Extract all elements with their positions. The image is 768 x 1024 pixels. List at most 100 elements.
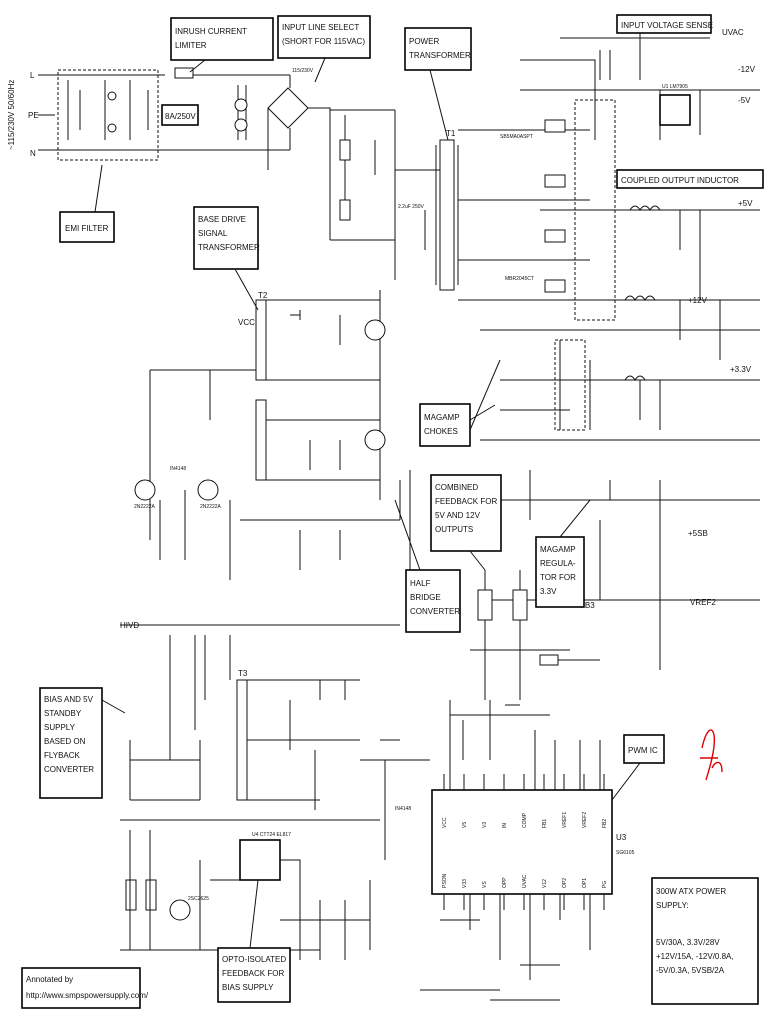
ic-bottom-pin-label: VS bbox=[482, 881, 488, 888]
callout-combined-feedback bbox=[430, 474, 502, 552]
callout-line-select bbox=[277, 15, 371, 59]
callout-half-bridge-l2: BRIDGE bbox=[410, 593, 441, 602]
feedback-network bbox=[449, 570, 601, 800]
rail-fb3: FB3 bbox=[580, 601, 595, 610]
callout-rating-l4: 5V/30A, 3.3V/28V bbox=[656, 938, 720, 947]
callout-opto-l1: OPTO-ISOLATED bbox=[222, 955, 286, 964]
ic-top-pin-label: VREF1 bbox=[562, 812, 568, 828]
callout-rating bbox=[651, 877, 759, 1005]
callout-bias-supply-l4: BASED ON bbox=[44, 737, 86, 746]
ic-top-pin-label: V5 bbox=[462, 822, 468, 828]
ldo-regulator bbox=[659, 94, 691, 126]
ic-top-pin-label: VREF2 bbox=[582, 812, 588, 828]
t1-ref: T1 bbox=[446, 129, 456, 138]
callout-magamp-regulator-l2: REGULA- bbox=[540, 559, 576, 568]
callout-line-select-l1: INPUT LINE SELECT bbox=[282, 23, 359, 32]
callout-half-bridge-l3: CONVERTER bbox=[410, 607, 460, 616]
fuse-box bbox=[161, 104, 199, 126]
coupled-inductor-frame bbox=[574, 99, 616, 321]
callout-annotated-l1: Annotated by bbox=[26, 975, 73, 984]
callout-power-transformer-l1: POWER bbox=[409, 37, 439, 46]
t3-ref: T3 bbox=[238, 669, 248, 678]
ic-bottom-pin-label: OP2 bbox=[562, 878, 568, 888]
ic-bottom-pin-label: PG bbox=[602, 881, 608, 888]
callout-magamp-chokes-l1: MAGAMP bbox=[424, 413, 460, 422]
callout-inrush-l1: INRUSH CURRENT bbox=[175, 27, 247, 36]
ic-top-pin-label: FB2 bbox=[602, 819, 608, 828]
rail-vref2: VREF2 bbox=[690, 598, 716, 607]
power-stage: 2.2uF 250V T1 SB5MA0ASPT MBR2045CT U1 LM… bbox=[394, 30, 760, 381]
callout-bias-supply-l6: CONVERTER bbox=[44, 765, 94, 774]
ic-bottom-pin-label: V12 bbox=[542, 879, 548, 888]
q1-part: 2N2222A bbox=[134, 504, 156, 510]
callout-magamp-regulator-l4: 3.3V bbox=[540, 587, 557, 596]
neutral-terminal-label: N bbox=[30, 149, 36, 158]
callout-rating-l5: +12V/15A, -12V/0.8A, bbox=[656, 952, 734, 961]
callout-inrush-l2: LIMITER bbox=[175, 41, 207, 50]
callout-annotated bbox=[21, 967, 141, 1009]
ac-input-label: ~115/230V 50/60Hz bbox=[7, 80, 16, 150]
opto-coupler bbox=[239, 839, 281, 881]
callout-power-transformer bbox=[404, 27, 472, 71]
callout-pwm-ic bbox=[623, 734, 665, 764]
callout-magamp-chokes bbox=[419, 403, 471, 447]
callout-bias-supply bbox=[39, 687, 103, 799]
rail-vcc: VCC bbox=[238, 318, 255, 327]
inrush-thermistor bbox=[174, 67, 194, 79]
callout-input-voltage-sense-text: INPUT VOLTAGE SENSE bbox=[621, 21, 713, 30]
d12-part: IN4148 bbox=[395, 806, 411, 812]
callout-bias-supply-l1: BIAS AND 5V bbox=[44, 695, 94, 704]
fuse-rating: 8A/250V bbox=[165, 112, 196, 121]
callout-magamp-regulator bbox=[535, 536, 585, 608]
line-select-value: 115/230V bbox=[292, 68, 314, 74]
q9-part: 2SC2625 bbox=[188, 896, 209, 902]
ic-bottom-pin-label: OP1 bbox=[582, 878, 588, 888]
callout-opto-l2: FEEDBACK FOR bbox=[222, 969, 284, 978]
callout-half-bridge-l1: HALF bbox=[410, 579, 431, 588]
rail-plus-3v3: +3.3V bbox=[730, 365, 752, 374]
callout-base-drive-l3: TRANSFORMER bbox=[198, 243, 260, 252]
rail-plus-5v: +5V bbox=[738, 199, 753, 208]
t2-ref: T2 bbox=[258, 291, 268, 300]
callout-bias-supply-l2: STANDBY bbox=[44, 709, 82, 718]
callout-magamp-regulator-l1: MAGAMP bbox=[540, 545, 576, 554]
callout-combined-feedback-l3: 5V AND 12V bbox=[435, 511, 481, 520]
callout-line-select-l2: (SHORT FOR 115VAC) bbox=[282, 37, 365, 46]
ic-ref: U3 bbox=[616, 833, 627, 842]
callout-base-drive-l2: SIGNAL bbox=[198, 229, 228, 238]
callout-pwm-ic-text: PWM IC bbox=[628, 746, 658, 755]
callout-coupled-inductor bbox=[616, 169, 764, 189]
pe-terminal-label: PE bbox=[28, 111, 39, 120]
handwritten-signature bbox=[700, 729, 723, 781]
ic-top-pin-label: V3 bbox=[482, 822, 488, 828]
ic-top-pin-label: COMP bbox=[522, 812, 528, 828]
callout-combined-feedback-l4: OUTPUTS bbox=[435, 525, 473, 534]
callout-inrush bbox=[170, 17, 274, 61]
power-transformer-core bbox=[439, 139, 455, 291]
callout-coupled-inductor-text: COUPLED OUTPUT INDUCTOR bbox=[621, 176, 739, 185]
callout-annotated-l2: http://www.smpspowersupply.com/ bbox=[26, 991, 149, 1000]
opto-part: U4 CTT24 EL817 bbox=[252, 832, 291, 838]
callout-base-drive bbox=[193, 206, 259, 270]
rail-minus-12v: -12V bbox=[738, 65, 756, 74]
callout-input-voltage-sense bbox=[616, 14, 712, 34]
callout-combined-feedback-l1: COMBINED bbox=[435, 483, 478, 492]
callout-emi-filter-text: EMI FILTER bbox=[65, 224, 109, 233]
flyback-transformer bbox=[236, 679, 248, 801]
callout-half-bridge bbox=[405, 569, 461, 633]
pwm-ic-body bbox=[431, 789, 613, 895]
bulk-cap-value: 2.2uF 250V bbox=[398, 204, 425, 210]
callout-opto-l3: BIAS SUPPLY bbox=[222, 983, 274, 992]
rail-minus-5v: -5V bbox=[738, 96, 751, 105]
callout-base-drive-l1: BASE DRIVE bbox=[198, 215, 246, 224]
base-drive-section: T2 2N2222A 2N2222A IN4148 bbox=[134, 290, 760, 670]
callout-bias-supply-l3: SUPPLY bbox=[44, 723, 76, 732]
callout-rating-l2: SUPPLY: bbox=[656, 901, 689, 910]
ic-part: SG6105 bbox=[616, 850, 635, 856]
ic-bottom-pin-label: PSON bbox=[442, 873, 448, 888]
callout-rating-l1: 300W ATX POWER bbox=[656, 887, 726, 896]
ic-bottom-pin-label: UVAC bbox=[522, 874, 528, 888]
transistor-q4 bbox=[364, 429, 386, 451]
